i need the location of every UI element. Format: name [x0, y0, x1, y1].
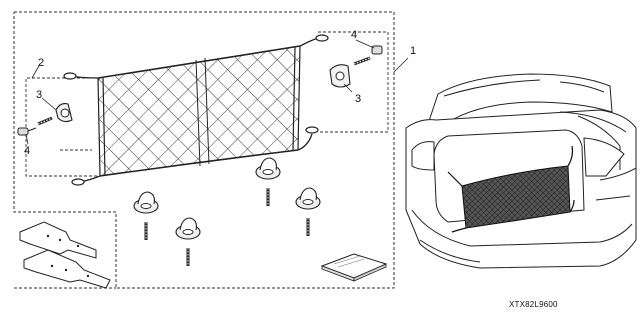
installed-cargo-net [447, 145, 575, 233]
leader-line [41, 97, 57, 111]
car-trunk-illustration [405, 73, 637, 269]
cargo-net [63, 34, 329, 186]
floor-hook-1 [133, 191, 159, 240]
callout-3-right: 3 [355, 93, 362, 105]
screw-right [353, 56, 371, 66]
floor-hook-3 [255, 157, 281, 206]
screw-left [37, 116, 53, 126]
leader-line [393, 57, 409, 73]
net-hook-left [55, 103, 73, 123]
hardware-box [318, 31, 389, 133]
leader-line [343, 83, 353, 93]
install-template-lower [23, 249, 111, 289]
clip-left [17, 127, 37, 136]
kit-boundary [13, 11, 395, 289]
clip-right [371, 45, 383, 55]
part-code: XTX82L9600 [509, 300, 558, 309]
callout-4-right: 4 [351, 29, 358, 41]
leader-line [25, 133, 29, 145]
floor-hook-2 [175, 217, 201, 266]
leader-line [31, 63, 41, 79]
net-hook-right [329, 64, 351, 88]
install-template-upper [19, 221, 97, 259]
callout-4-left: 4 [24, 145, 31, 157]
callout-3-left: 3 [36, 89, 43, 101]
net-sub-box [25, 77, 100, 177]
floor-hook-4 [295, 187, 321, 236]
callout-2: 2 [38, 57, 45, 69]
instruction-booklet-icon [320, 253, 388, 282]
leader-line [355, 39, 375, 49]
callout-1: 1 [410, 45, 417, 57]
